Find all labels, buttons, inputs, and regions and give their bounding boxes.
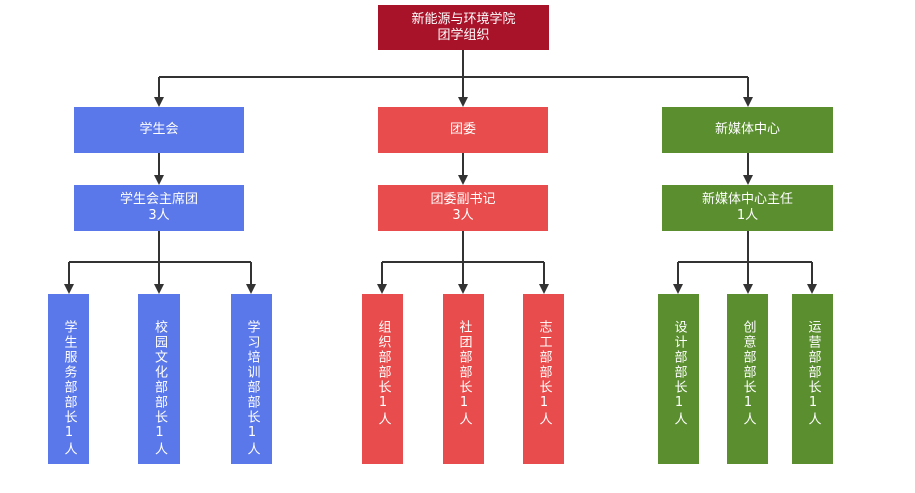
dept-node: 学生服务部部长1人 bbox=[48, 294, 89, 464]
dept-label: 创意部部长1人 bbox=[740, 320, 756, 427]
dept-node: 组织部部长1人 bbox=[362, 294, 403, 464]
dept-label: 组织部部长1人 bbox=[375, 320, 391, 427]
dept-node: 学习培训部部长1人 bbox=[231, 294, 272, 464]
dept-node: 校园文化部部长1人 bbox=[138, 294, 180, 464]
new-media-director-node: 新媒体中心主任 1人 bbox=[662, 185, 833, 231]
root-node: 新能源与环境学院 团学组织 bbox=[378, 5, 549, 50]
dept-node: 志工部部长1人 bbox=[523, 294, 564, 464]
dept-label: 校园文化部部长1人 bbox=[152, 320, 167, 457]
student-union-presidium-node: 学生会主席团 3人 bbox=[74, 185, 244, 231]
dept-label: 志工部部长1人 bbox=[536, 320, 552, 427]
student-union-label: 学生会 bbox=[139, 122, 179, 137]
new-media-director-label: 新媒体中心主任 1人 bbox=[701, 192, 793, 223]
dept-node: 设计部部长1人 bbox=[658, 294, 699, 464]
youth-league-node: 团委 bbox=[378, 107, 548, 153]
new-media-node: 新媒体中心 bbox=[662, 107, 833, 153]
dept-label: 设计部部长1人 bbox=[671, 320, 687, 427]
dept-label: 运营部部长1人 bbox=[805, 320, 821, 427]
root-label: 新能源与环境学院 团学组织 bbox=[411, 11, 516, 43]
dept-label: 社团部部长1人 bbox=[456, 320, 472, 427]
dept-label: 学习培训部部长1人 bbox=[244, 320, 260, 457]
dept-node: 社团部部长1人 bbox=[443, 294, 484, 464]
student-union-node: 学生会 bbox=[74, 107, 244, 153]
dept-node: 创意部部长1人 bbox=[727, 294, 768, 464]
youth-league-deputy-node: 团委副书记 3人 bbox=[378, 185, 548, 231]
youth-league-label: 团委 bbox=[449, 122, 476, 137]
youth-league-deputy-label: 团委副书记 3人 bbox=[430, 192, 496, 223]
new-media-label: 新媒体中心 bbox=[714, 122, 780, 137]
dept-label: 学生服务部部长1人 bbox=[61, 320, 77, 457]
dept-node: 运营部部长1人 bbox=[792, 294, 833, 464]
student-union-presidium-label: 学生会主席团 3人 bbox=[119, 192, 198, 223]
